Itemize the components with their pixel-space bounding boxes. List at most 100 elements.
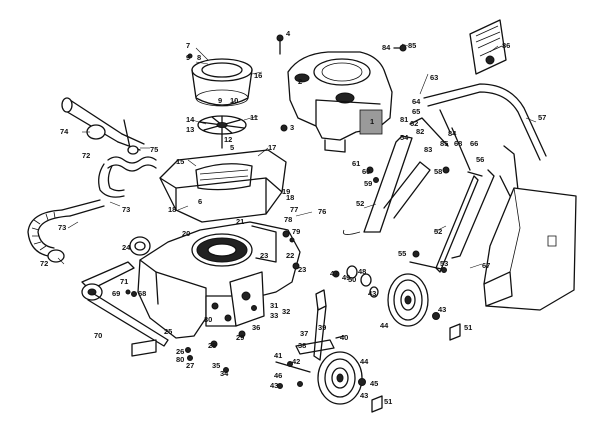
engine-cover-shroud (159, 149, 287, 223)
callout-41: 41 (274, 351, 282, 360)
callout-21: 21 (236, 217, 244, 226)
callout-37: 37 (300, 329, 308, 338)
callout-16: 16 (254, 71, 262, 80)
callout-64: 64 (412, 97, 421, 106)
callout-70: 70 (94, 331, 102, 340)
callout-51b: 51 (464, 323, 472, 332)
callout-71: 71 (120, 277, 128, 286)
callout-51: 51 (384, 397, 392, 406)
callout-45: 45 (370, 379, 378, 388)
engine-block (287, 51, 393, 153)
callout-40: 40 (340, 333, 348, 342)
rear-wheel-right (387, 273, 429, 327)
callout-20: 20 (182, 229, 190, 238)
callout-52b: 52 (434, 227, 442, 236)
callout-65: 65 (412, 107, 420, 116)
callout-18: 18 (168, 205, 176, 214)
callout-43d: 43 (360, 391, 368, 400)
callout-73: 73 (122, 205, 130, 214)
callout-36: 36 (252, 323, 260, 332)
callout-38: 38 (298, 341, 306, 350)
warning-label-plate (469, 19, 507, 75)
callout-46: 46 (274, 371, 282, 380)
callout-3: 3 (290, 123, 294, 132)
callout-7: 7 (186, 41, 190, 50)
side-bracket-plate (229, 271, 265, 327)
callout-61: 61 (352, 159, 360, 168)
callout-43c: 43 (270, 381, 278, 390)
callout-72: 72 (82, 151, 90, 160)
callout-12: 12 (224, 135, 232, 144)
callout-14: 14 (186, 115, 195, 124)
callout-48: 48 (358, 267, 366, 276)
callout-32: 32 (282, 307, 290, 316)
callout-75: 75 (150, 145, 158, 154)
callout-74: 74 (60, 127, 69, 136)
callout-43: 43 (368, 289, 376, 298)
callout-81: 81 (400, 115, 408, 124)
callout-31: 31 (270, 301, 278, 310)
callout-78: 78 (284, 215, 292, 224)
callout-59: 59 (364, 179, 372, 188)
callout-33: 33 (270, 311, 278, 320)
callout-58: 58 (434, 167, 442, 176)
callout-11: 11 (250, 113, 258, 122)
callout-53: 53 (440, 259, 448, 268)
callout-77: 77 (290, 205, 298, 214)
height-adjust-lever (275, 289, 335, 373)
callout-83: 83 (424, 145, 432, 154)
callout-15: 15 (176, 157, 184, 166)
callout-68b: 68 (454, 139, 462, 148)
callout-18b: 18 (286, 193, 294, 202)
callout-60: 60 (362, 167, 370, 176)
discharge-tube (61, 97, 145, 151)
callout-66: 66 (470, 139, 478, 148)
grass-catcher-bag (483, 187, 577, 311)
callout-55: 55 (398, 249, 406, 258)
callout-63: 63 (430, 73, 438, 82)
callout-44: 44 (360, 357, 369, 366)
callout-68: 68 (138, 289, 146, 298)
callout-82: 82 (416, 127, 424, 136)
callout-23b: 23 (298, 265, 306, 274)
callout-19: 19 (282, 187, 290, 196)
callout-24: 24 (122, 243, 131, 252)
callout-labels: 7 9 8 16 10 9 11 14 13 12 15 17 18 19 18… (40, 29, 546, 406)
callout-39: 39 (318, 323, 326, 332)
coiled-hose-lower (27, 199, 105, 263)
callout-9b: 9 (218, 96, 222, 105)
callout-69: 69 (112, 289, 120, 298)
callout-84: 84 (382, 43, 391, 52)
callout-84b: 84 (448, 129, 457, 138)
callout-50: 50 (348, 275, 356, 284)
fan-housing-ring (191, 58, 253, 107)
callout-76: 76 (318, 207, 326, 216)
callout-13: 13 (186, 125, 194, 134)
callout-47: 47 (330, 269, 338, 278)
callout-79: 79 (292, 227, 300, 236)
callout-34: 34 (220, 369, 229, 378)
callout-10: 10 (230, 96, 238, 105)
front-wheel-lower (317, 351, 363, 405)
fan-impeller (197, 115, 247, 149)
callout-9: 9 (186, 53, 190, 62)
callout-44b: 44 (380, 321, 389, 330)
callout-67: 67 (482, 261, 490, 270)
callout-72b: 72 (40, 259, 48, 268)
callout-85b: 85 (440, 139, 448, 148)
callout-62: 62 (410, 119, 418, 128)
callout-57: 57 (538, 113, 546, 122)
callout-54: 54 (400, 133, 409, 142)
callout-56: 56 (476, 155, 484, 164)
front-roller-axle (81, 261, 169, 357)
callout-17: 17 (268, 143, 276, 152)
callout-43e: 43 (438, 305, 446, 314)
callout-23: 23 (260, 251, 268, 260)
callout-73b: 73 (58, 223, 66, 232)
callout-80: 80 (176, 355, 184, 364)
cutting-deck-housing (137, 221, 301, 339)
handlebar-lower (409, 169, 495, 273)
callout-2: 2 (298, 77, 302, 86)
callout-30: 30 (204, 315, 212, 324)
